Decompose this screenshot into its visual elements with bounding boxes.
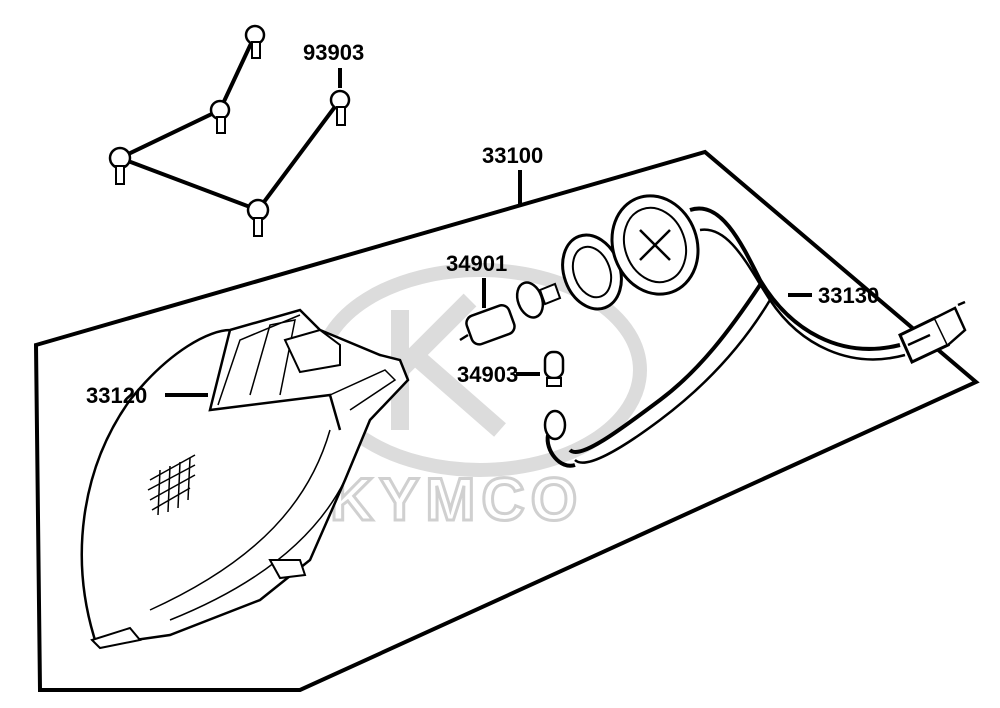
part-label-33130: 33130 (818, 283, 879, 308)
bulb-socket-assembly (543, 194, 967, 468)
headlight-housing (80, 308, 410, 650)
screw-icon (244, 24, 266, 59)
leader-lines (165, 68, 812, 397)
position-bulb (543, 350, 565, 387)
small-socket (543, 409, 576, 468)
part-label-93903: 93903 (303, 40, 364, 65)
part-label-33120: 33120 (86, 383, 147, 408)
screw-icon (246, 198, 270, 237)
reflector-hatch (147, 454, 196, 516)
screw-icon (108, 146, 132, 185)
screw-icon (329, 89, 351, 126)
assembly-box (33, 149, 980, 692)
headlight-bulb (459, 281, 562, 346)
part-label-34903: 34903 (457, 362, 518, 387)
screw-group (108, 24, 351, 237)
wire-connector (898, 300, 967, 365)
screw-icon (209, 99, 231, 134)
kymco-watermark: KYMCO (313, 263, 647, 535)
part-label-34901: 34901 (446, 251, 507, 276)
part-label-33100: 33100 (482, 143, 543, 168)
watermark-brand-text: KYMCO (330, 466, 583, 533)
